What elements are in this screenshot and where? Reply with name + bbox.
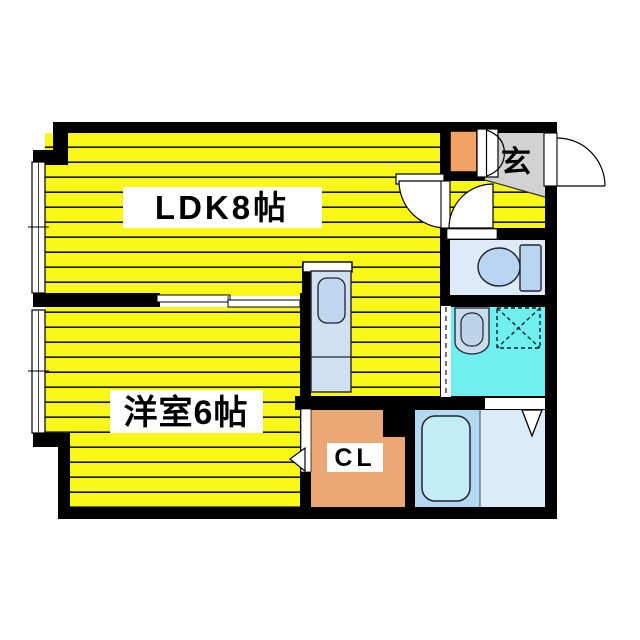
sliding-door-panel <box>227 299 301 308</box>
toilet-door-swing-icon <box>448 183 494 229</box>
bathtub-icon <box>421 415 471 502</box>
washing-machine-space-icon <box>496 307 541 349</box>
western-room-label-box <box>110 390 263 433</box>
entrance-door-swing-icon <box>556 137 606 187</box>
washroom-door <box>441 306 451 397</box>
closet-doorway <box>300 408 312 473</box>
entrance-label: 玄 <box>501 145 531 179</box>
entrance-door <box>543 132 558 187</box>
wall-segment <box>440 171 485 181</box>
wall-segment <box>440 228 450 307</box>
wall-segment <box>33 293 160 307</box>
toilet-doorway <box>446 228 498 240</box>
wall-segment <box>58 507 557 519</box>
wall-segment <box>383 408 405 437</box>
shoe-cabinet-icon <box>449 130 478 173</box>
entrance-area <box>485 131 545 197</box>
kitchen-sink-icon <box>317 277 346 324</box>
wall-segment <box>53 122 557 133</box>
bathroom-doorway <box>485 398 545 409</box>
shoe-cabinet-doors <box>476 128 499 178</box>
washing-machine-outline <box>496 307 541 349</box>
wall-segment <box>545 122 557 519</box>
western-room-floor-lower <box>70 447 300 509</box>
ldk-door-leaf <box>440 180 451 229</box>
wall-segment <box>405 408 415 507</box>
wall-segment <box>440 295 557 307</box>
wall-segment <box>302 262 312 307</box>
toilet-icon <box>477 247 521 287</box>
bathroom-folding-door-icon <box>521 409 543 438</box>
doors <box>156 132 606 473</box>
closet-door-swing-icon <box>289 446 306 473</box>
wall-segment <box>58 447 70 519</box>
washbasin-bowl <box>460 312 484 347</box>
wall-segment <box>440 122 450 183</box>
closet-label: CL <box>334 444 375 472</box>
wall-segment <box>33 150 68 165</box>
room-labels: LDK8帖 洋室6帖 CL 玄 <box>110 145 531 472</box>
ldk-label: LDK8帖 <box>155 189 289 226</box>
windows <box>28 161 49 434</box>
western-room-label: 洋室6帖 <box>124 393 249 432</box>
washing-machine-cross <box>496 307 541 349</box>
wall-segment <box>33 433 70 447</box>
toilet-tank <box>519 244 542 292</box>
shoe-cabinet-door-swing-icon <box>486 129 506 177</box>
sliding-door-panel <box>156 294 231 303</box>
ldk-label-box <box>123 187 322 228</box>
closet-label-box <box>327 443 383 472</box>
entrance-step-edge <box>484 179 546 198</box>
